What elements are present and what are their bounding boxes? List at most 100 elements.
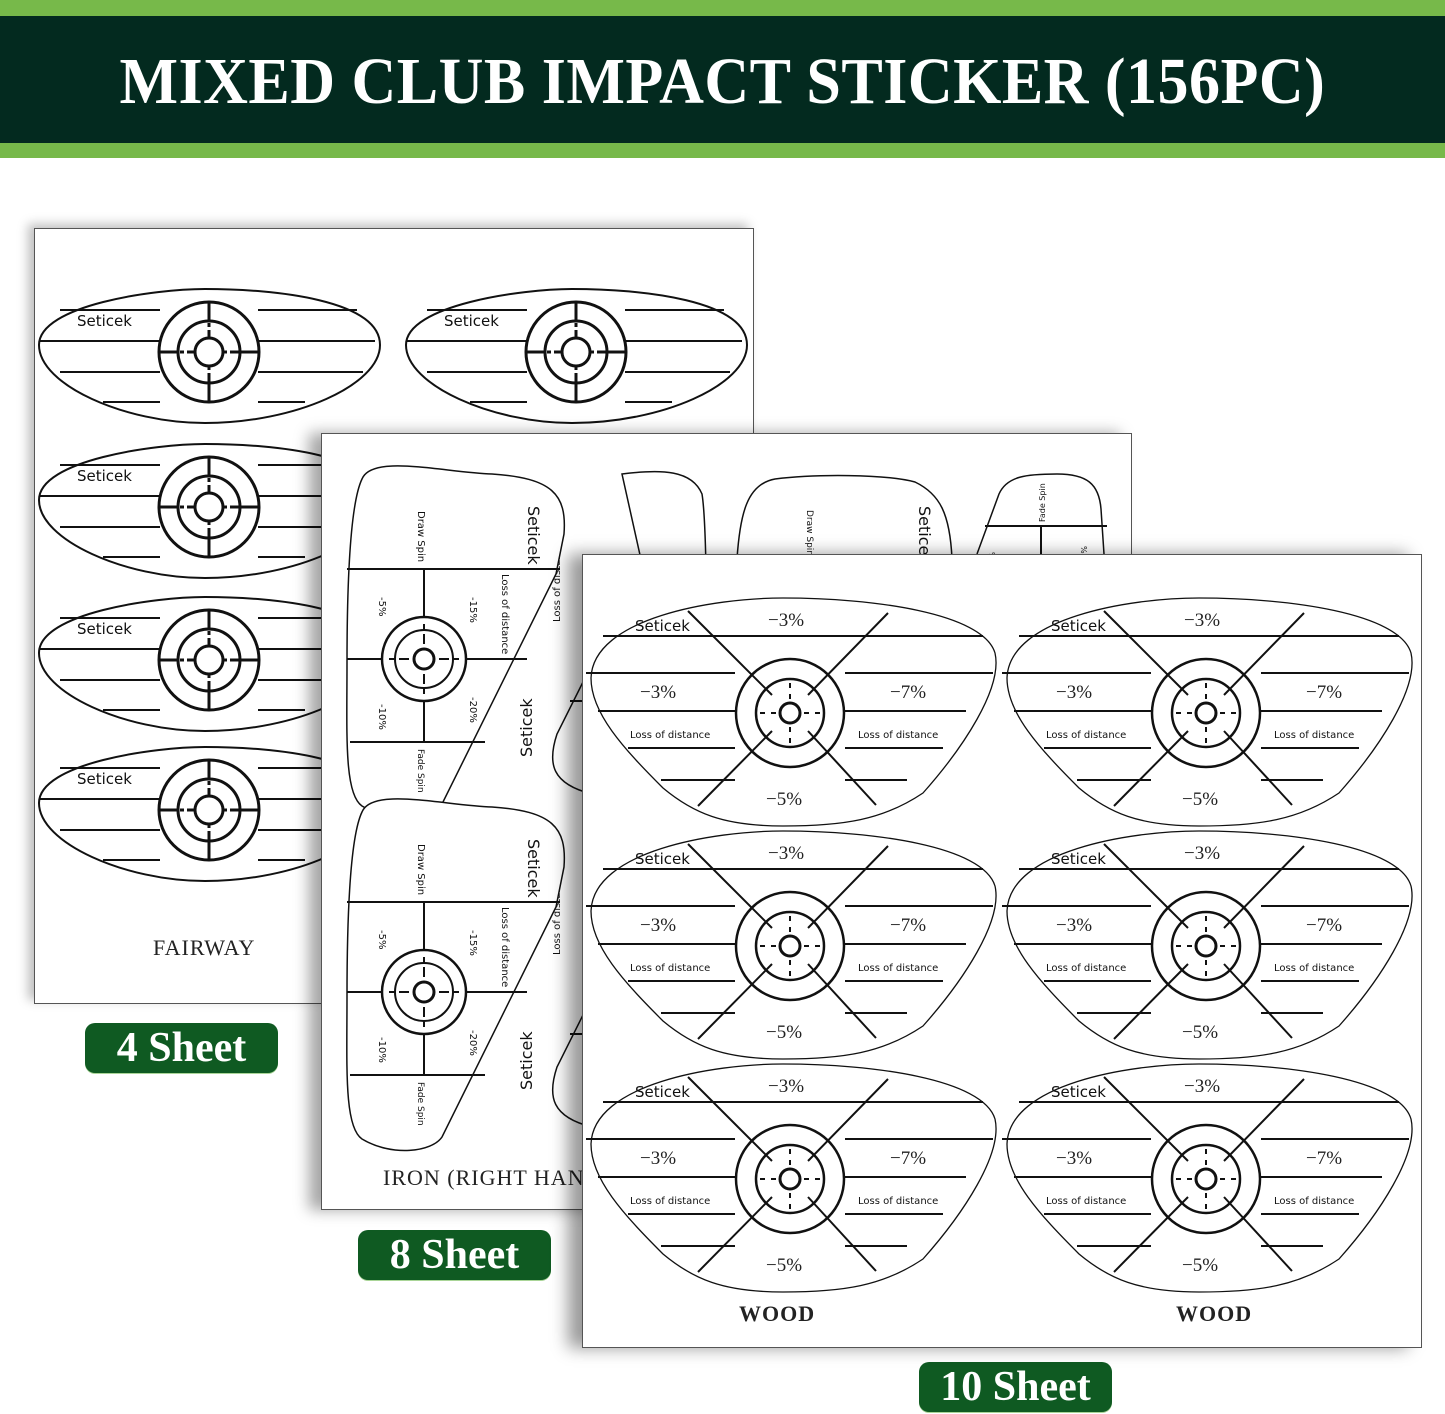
zone-left: −3% <box>1056 682 1092 703</box>
iron-label: IRON (RIGHT HAN <box>383 1165 585 1190</box>
badge-10-sheet-text: 10 Sheet <box>940 1364 1091 1410</box>
fade-spin-label: Fade Spin <box>415 749 425 793</box>
sticker-brand: Seticek <box>77 620 132 638</box>
loss-of-distance-label: Loss of distance <box>552 542 563 622</box>
zone-right: −7% <box>1306 682 1342 703</box>
wood-label-right: WOOD <box>1176 1301 1253 1326</box>
zone-top: −3% <box>1184 610 1220 631</box>
zone-bottom: −5% <box>766 1022 802 1043</box>
fade-spin-label: Fade Spin <box>415 1082 425 1126</box>
zone-minus-15: -15% <box>467 930 478 956</box>
zone-right: −7% <box>1306 1148 1342 1169</box>
zone-left: −3% <box>640 1148 676 1169</box>
fairway-sticker: Seticek <box>37 287 382 425</box>
loss-right: Loss of distance <box>1274 730 1354 741</box>
fairway-sticker: Seticek <box>404 287 749 425</box>
sticker-brand: Seticek <box>77 467 132 485</box>
loss-left: Loss of distance <box>630 1196 710 1207</box>
sticker-brand: Seticek <box>524 839 543 898</box>
zone-left: −3% <box>1056 915 1092 936</box>
wood-sticker: Seticek −3% −3% −7% −5% Loss of distance Loss … <box>586 1063 997 1293</box>
wood-label-left: WOOD <box>739 1301 816 1326</box>
sticker-brand: Seticek <box>1051 1083 1106 1101</box>
loss-right: Loss of distance <box>858 1196 938 1207</box>
loss-of-distance-label: Loss of distance <box>552 875 563 955</box>
zone-minus-20: -20% <box>467 697 478 723</box>
sticker-brand: Seticek <box>517 1031 536 1090</box>
loss-right: Loss of distance <box>1274 963 1354 974</box>
loss-left: Loss of distance <box>1046 1196 1126 1207</box>
badge-4-sheet: 4 Sheet <box>85 1023 278 1073</box>
banner-top-stripe <box>0 0 1445 16</box>
sticker-brand: Seticek <box>635 617 690 635</box>
zone-top: −3% <box>768 1076 804 1097</box>
sticker-brand: Seticek <box>1051 850 1106 868</box>
sticker-brand: Seticek <box>444 312 499 330</box>
zone-top: −3% <box>768 843 804 864</box>
sticker-brand: Seticek <box>77 770 132 788</box>
sticker-brand: Seticek <box>77 312 132 330</box>
draw-spin-label: Draw Spin <box>415 844 426 895</box>
fairway-label: FAIRWAY <box>153 935 256 960</box>
zone-right: −7% <box>890 682 926 703</box>
fade-spin-label: Fade Spin <box>1038 483 1047 522</box>
zone-partial: % <box>1079 546 1088 554</box>
badge-8-sheet: 8 Sheet <box>358 1230 551 1280</box>
wood-sticker: Seticek −3% −3% −7% −5% Loss of distance Loss … <box>1002 1063 1413 1293</box>
sticker-brand: Seticek <box>524 506 543 565</box>
zone-right: −7% <box>1306 915 1342 936</box>
zone-left: −3% <box>640 682 676 703</box>
iron-sticker-partial: Draw Spin Seticek <box>736 474 953 565</box>
zone-bottom: −5% <box>766 1255 802 1276</box>
loss-of-distance-label: Loss of distance <box>499 907 510 987</box>
wood-sticker: Seticek −3% −3% −7% −5% Loss of distance Loss … <box>586 830 997 1060</box>
wood-sticker: Seticek −3% −3% −7% −5% Loss of distance Loss … <box>1002 830 1413 1060</box>
banner-bottom-stripe <box>0 143 1445 158</box>
badge-8-sheet-text: 8 Sheet <box>389 1232 520 1278</box>
zone-bottom: −5% <box>1182 1022 1218 1043</box>
zone-right: −7% <box>890 1148 926 1169</box>
title-banner: MIXED CLUB IMPACT STICKER (156PC) <box>0 0 1445 158</box>
loss-left: Loss of distance <box>1046 730 1126 741</box>
loss-left: Loss of distance <box>630 730 710 741</box>
zone-bottom: −5% <box>1182 789 1218 810</box>
loss-of-distance-label: Loss of distance <box>499 574 510 654</box>
wood-sticker: Seticek −3% −3% −7% −5% Loss of distance Loss … <box>1002 597 1413 827</box>
badge-4-sheet-text: 4 Sheet <box>116 1025 247 1071</box>
loss-right: Loss of distance <box>858 730 938 741</box>
sticker-brand: Seticek <box>635 1083 690 1101</box>
zone-left: −3% <box>640 915 676 936</box>
banner-body: MIXED CLUB IMPACT STICKER (156PC) <box>0 16 1445 143</box>
loss-right: Loss of distance <box>858 963 938 974</box>
zone-minus-5: -5% <box>376 930 387 949</box>
badge-10-sheet: 10 Sheet <box>919 1362 1112 1412</box>
zone-bottom: −5% <box>766 789 802 810</box>
wood-sticker: Seticek −3% −3% −7% −5% Loss of distance Loss … <box>586 597 997 827</box>
zone-left: −3% <box>1056 1148 1092 1169</box>
loss-left: Loss of distance <box>630 963 710 974</box>
zone-minus-20: -20% <box>467 1030 478 1056</box>
zone-minus-5: -5% <box>376 597 387 616</box>
zone-minus-10: -10% <box>376 704 387 730</box>
iron-sticker-partial: Fade Spin%% <box>976 473 1107 560</box>
zone-top: −3% <box>768 610 804 631</box>
zone-right: −7% <box>890 915 926 936</box>
draw-spin-label: Draw Spin <box>415 511 426 562</box>
loss-right: Loss of distance <box>1274 1196 1354 1207</box>
banner-title: MIXED CLUB IMPACT STICKER (156PC) <box>119 44 1326 118</box>
sticker-brand: Seticek <box>915 506 934 565</box>
zone-top: −3% <box>1184 1076 1220 1097</box>
zone-minus-10: -10% <box>376 1037 387 1063</box>
zone-bottom: −5% <box>1182 1255 1218 1276</box>
sticker-brand: Seticek <box>635 850 690 868</box>
zone-minus-15: -15% <box>467 597 478 623</box>
loss-left: Loss of distance <box>1046 963 1126 974</box>
sticker-brand: Seticek <box>1051 617 1106 635</box>
draw-spin-label: Draw Spin <box>804 510 814 556</box>
sticker-brand: Seticek <box>517 698 536 757</box>
zone-top: −3% <box>1184 843 1220 864</box>
